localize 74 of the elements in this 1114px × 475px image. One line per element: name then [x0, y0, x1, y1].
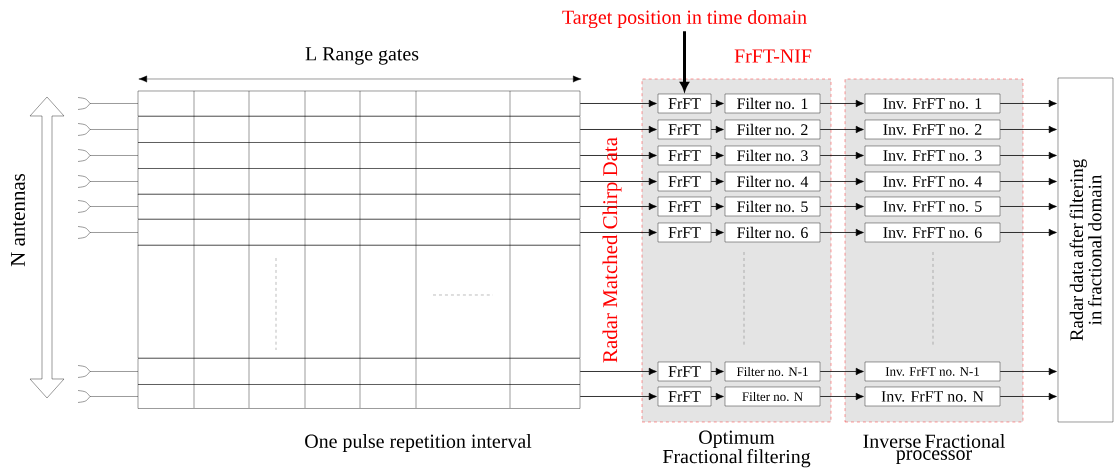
arrow: [579, 99, 657, 108]
range-label: L Range gates: [305, 47, 419, 65]
process-box: FrFT: [657, 145, 712, 166]
arrow: [579, 392, 657, 401]
process-box: Inv. FrFT no. N: [864, 386, 1001, 407]
process-box: Inv. FrFT no. 4: [864, 171, 1001, 192]
arrow: [710, 125, 724, 134]
annotation-text: Target position in time domain: [562, 9, 807, 29]
process-box: Inv. FrFT no. N-1: [864, 361, 1001, 382]
process-box: Inv. FrFT no. 1: [864, 93, 1001, 114]
process-box: FrFT: [657, 196, 712, 217]
process-box: Filter no. 5: [724, 196, 821, 217]
arrow: [710, 392, 724, 401]
arrow: [710, 202, 724, 211]
arrow: [819, 99, 864, 108]
range-gate-row: [137, 90, 581, 117]
arrow: [710, 177, 724, 186]
process-box: Inv. FrFT no. 2: [864, 119, 1001, 140]
process-box: Filter no. N: [724, 386, 821, 407]
range-gate-row: [137, 219, 581, 246]
group-heading: Optimum Fractional filtering: [662, 430, 811, 468]
process-box: FrFT: [657, 222, 712, 243]
arrow: [819, 202, 864, 211]
arrow: [710, 367, 724, 376]
caption-text: One pulse repetition interval: [305, 433, 532, 452]
process-box: Filter no. 3: [724, 145, 821, 166]
range-gate-row: [137, 384, 581, 409]
arrow: [579, 151, 657, 160]
process-box: Inv. FrFT no. 3: [864, 145, 1001, 166]
range-gate-row: [137, 142, 581, 169]
process-box: Filter no. 4: [724, 171, 821, 192]
arrow: [579, 202, 657, 211]
arrow: [999, 202, 1057, 211]
process-box: FrFT: [657, 119, 712, 140]
arrow: [999, 151, 1057, 160]
arrow: [999, 228, 1057, 237]
arrow: [999, 177, 1057, 186]
arrow: [710, 151, 724, 160]
process-box: FrFT: [657, 361, 712, 382]
vertical-label: Radar Matched Chirp Data: [602, 137, 622, 363]
axis-label: N antennas: [11, 173, 25, 267]
process-box: Filter no. 2: [724, 119, 821, 140]
output-box: [1057, 77, 1114, 423]
arrow: [819, 151, 864, 160]
group-title: FrFT-NIF: [734, 49, 812, 63]
arrow: [710, 228, 724, 237]
range-gate-row: [137, 168, 581, 195]
process-box: Filter no. 1: [724, 93, 821, 114]
process-box: FrFT: [657, 171, 712, 192]
range-gate-row: [137, 358, 581, 385]
process-box: Filter no. 6: [724, 222, 821, 243]
range-gate-row: [137, 116, 581, 143]
arrow: [999, 125, 1057, 134]
process-box: Filter no. N-1: [724, 361, 821, 382]
arrow: [819, 392, 864, 401]
arrow: [579, 125, 657, 134]
arrow: [579, 177, 657, 186]
arrow: [710, 99, 724, 108]
arrow: [579, 367, 657, 376]
arrow: [999, 367, 1057, 376]
arrow: [819, 177, 864, 186]
range-gate-row: [137, 193, 581, 220]
arrow: [999, 99, 1057, 108]
arrow: [819, 125, 864, 134]
arrow: [819, 367, 864, 376]
output-box-text: Radar data after filtering in fractional domain: [1069, 159, 1102, 341]
arrow: [819, 228, 864, 237]
process-box: Inv. FrFT no. 5: [864, 196, 1001, 217]
arrow: [999, 392, 1057, 401]
process-box: FrFT: [657, 93, 712, 114]
process-box: Inv. FrFT no. 6: [864, 222, 1001, 243]
group-heading: Inverse Fractional processor: [863, 434, 1005, 464]
process-box: FrFT: [657, 386, 712, 407]
arrow: [579, 228, 657, 237]
